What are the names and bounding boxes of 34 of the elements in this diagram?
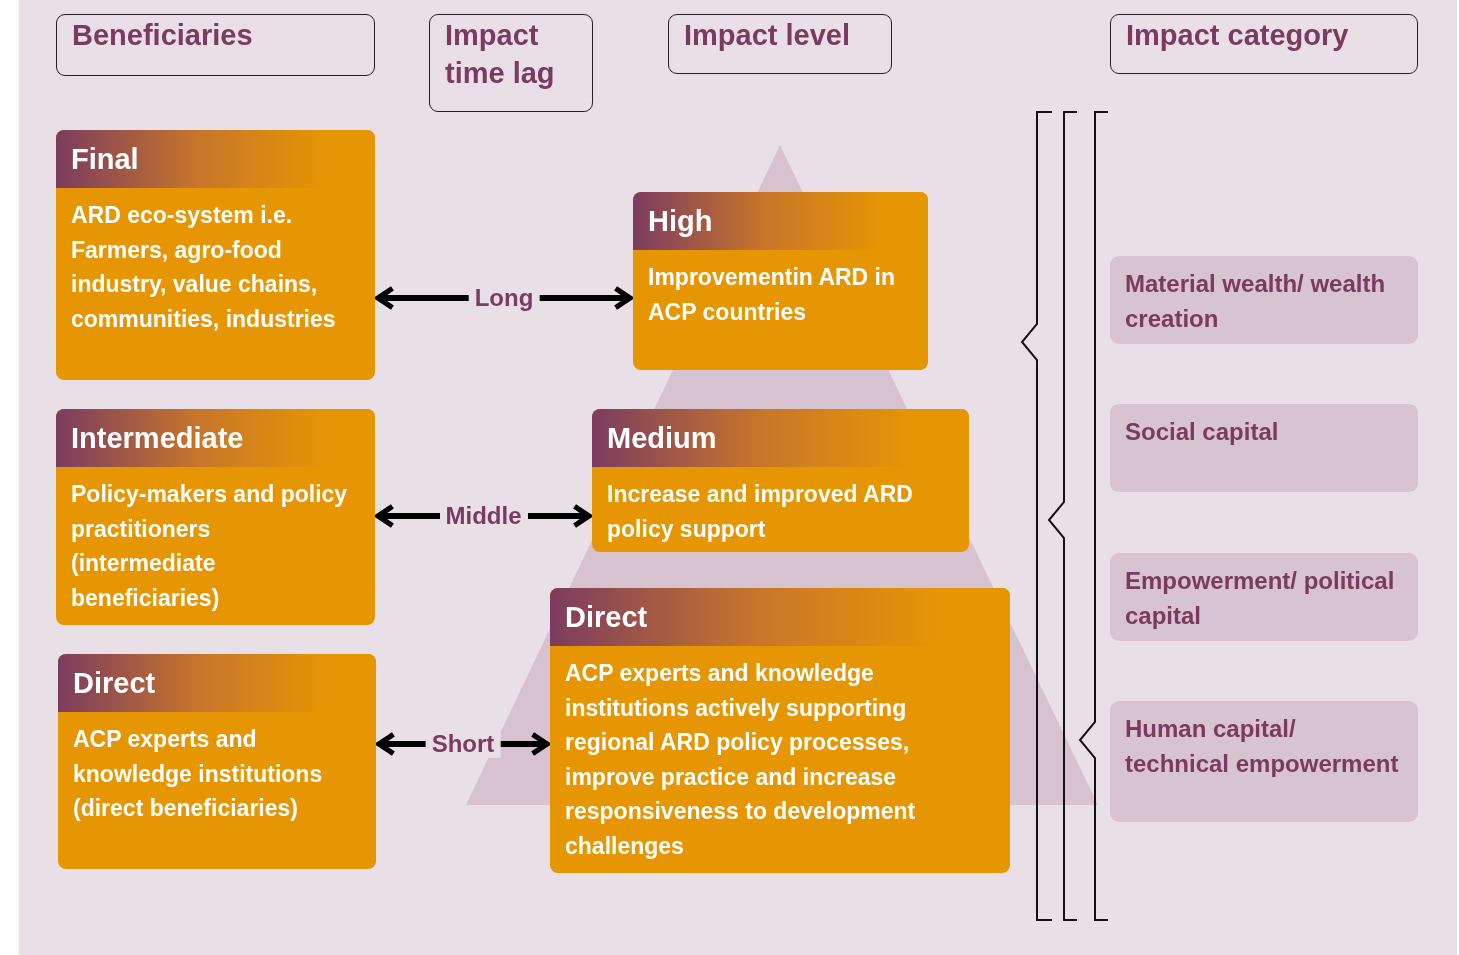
level-box	[550, 588, 1010, 873]
level-description: ACP experts and knowledge institutions (direct beneficiaries)	[72, 725, 324, 823]
level-box	[56, 130, 375, 380]
level-description: Improvementin ARD in ACP countries	[647, 263, 897, 327]
category-box	[1110, 256, 1418, 344]
level-heading: Final	[56, 130, 375, 188]
level-heading: Intermediate	[56, 409, 375, 467]
level-description: ACP experts and knowledge institutions actively supporting regional ARD policy processes, improve practice and increase responsiveness to development challenges	[564, 659, 917, 861]
category-text: Human capital/ technical empowerment	[1125, 714, 1400, 779]
level-box	[58, 654, 376, 869]
level-heading: Direct	[550, 588, 1010, 646]
category-box	[1110, 404, 1418, 492]
header-text: Impact level	[684, 18, 852, 53]
level-description: Increase and improved ARD policy support	[606, 480, 914, 544]
level-description: ARD eco-system i.e. Farmers, agro-food industry, value chains, communities, industries	[70, 201, 337, 334]
level-heading: Medium	[592, 409, 969, 467]
level-box	[633, 192, 928, 370]
header-text: Impact time lag	[445, 18, 556, 91]
header-text: Beneficiaries	[72, 18, 254, 53]
header-text: Impact category	[1126, 18, 1350, 53]
column-header-box	[429, 14, 593, 112]
column-header-box	[668, 14, 892, 74]
level-box	[592, 409, 969, 552]
category-box	[1110, 701, 1418, 822]
category-text: Material wealth/ wealth creation	[1125, 269, 1387, 334]
level-box	[56, 409, 375, 625]
level-heading: High	[633, 192, 928, 250]
level-heading: Direct	[58, 654, 376, 712]
column-header-box	[1110, 14, 1418, 74]
level-description: Policy-makers and policy practitioners (intermediate beneficiaries)	[70, 480, 349, 613]
column-header-box	[56, 14, 375, 76]
category-text: Social capital	[1125, 417, 1280, 447]
category-text: Empowerment/ political capital	[1125, 566, 1396, 631]
category-box	[1110, 553, 1418, 641]
